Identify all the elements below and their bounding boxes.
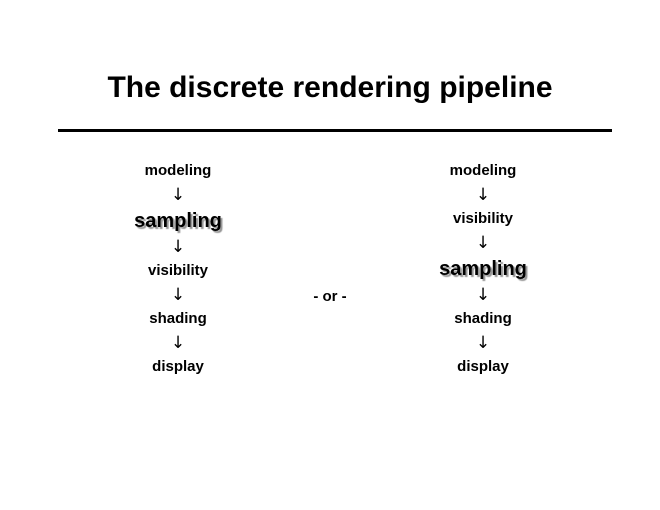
stage-shading: shading	[454, 310, 512, 327]
arrow-down-icon: ↓	[475, 233, 491, 253]
arrow-down-icon: ↓	[475, 285, 491, 305]
pipeline-column-left: modeling ↓ sampling ↓ visibility ↓ shadi…	[68, 160, 288, 378]
stage-display: display	[152, 358, 204, 375]
or-separator-label: - or -	[313, 288, 347, 305]
arrow-down-icon: ↓	[475, 185, 491, 205]
stage-sampling: sampling	[439, 258, 527, 280]
pipeline-column-right: modeling ↓ visibility ↓ sampling ↓ shadi…	[373, 160, 593, 378]
stage-sampling: sampling	[134, 210, 222, 232]
stage-modeling: modeling	[144, 162, 212, 179]
stage-visibility: visibility	[147, 262, 209, 279]
arrow-down-icon: ↓	[170, 185, 186, 205]
arrow-down-icon: ↓	[170, 285, 186, 305]
arrow-down-icon: ↓	[170, 237, 186, 257]
arrow-down-icon: ↓	[475, 333, 491, 353]
stage-modeling: modeling	[449, 162, 517, 179]
pipeline-comparison: modeling ↓ sampling ↓ visibility ↓ shadi…	[0, 160, 660, 450]
stage-display: display	[457, 358, 509, 375]
stage-shading: shading	[149, 310, 207, 327]
stage-visibility: visibility	[452, 210, 514, 227]
title-divider	[58, 129, 612, 132]
page-title: The discrete rendering pipeline	[107, 71, 553, 104]
arrow-down-icon: ↓	[170, 333, 186, 353]
